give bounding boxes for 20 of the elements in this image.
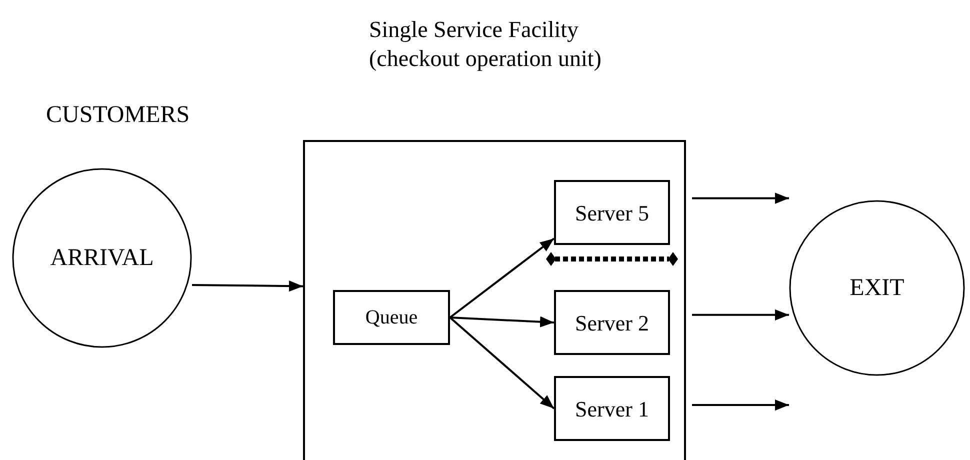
arrow xyxy=(192,280,304,292)
arrow xyxy=(692,192,789,204)
exit-circle xyxy=(789,200,965,376)
node-label: Queue xyxy=(364,305,419,330)
facility-heading: Single Service Facility (checkout operation unit) xyxy=(369,16,602,73)
server-box xyxy=(554,290,670,355)
arrow xyxy=(450,316,554,328)
node-label: Server 2 xyxy=(574,308,650,336)
node-label: Server 1 xyxy=(574,394,650,422)
arrow xyxy=(692,309,789,321)
node-caption: CUSTOMERS xyxy=(46,101,190,130)
node-label: ARRIVAL xyxy=(49,244,155,273)
arrow xyxy=(449,238,555,318)
arrow xyxy=(692,399,789,411)
node-label: Server 5 xyxy=(574,198,650,226)
arrow xyxy=(449,316,555,410)
node-label: EXIT xyxy=(848,274,906,303)
server-box xyxy=(554,180,670,245)
queue-box xyxy=(333,290,450,345)
server-box xyxy=(554,376,670,441)
